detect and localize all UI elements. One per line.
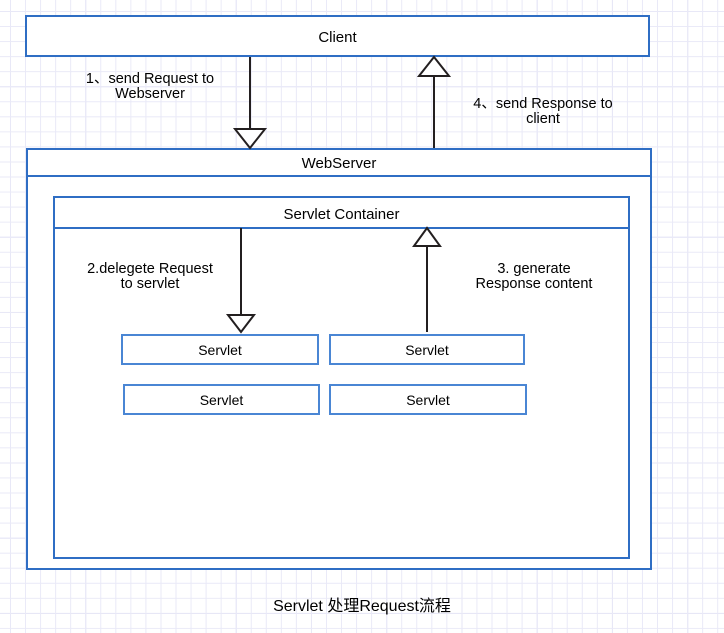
servlet-container-header-divider	[55, 227, 628, 229]
node-servlet-1[interactable]: Servlet	[121, 334, 319, 365]
connector-1-client-to-webserver	[232, 57, 268, 150]
node-servlet-container[interactable]: Servlet Container Servlet Servlet Servle…	[53, 196, 630, 559]
diagram-caption: Servlet 处理Request流程	[273, 598, 451, 615]
node-webserver-label: WebServer	[301, 155, 377, 172]
connector-label-4: 4、send Response to client	[473, 96, 613, 127]
connector-label-2: 2.delegete Request to servlet	[87, 261, 213, 292]
node-client[interactable]: Client	[25, 15, 650, 57]
node-webserver[interactable]: WebServer Servlet Container Servlet Serv…	[26, 148, 652, 570]
connector-label-3: 3. generate Response content	[475, 261, 593, 292]
connector-label-1: 1、send Request to Webserver	[85, 71, 215, 102]
node-client-label: Client	[318, 29, 357, 46]
node-servlet-3[interactable]: Servlet	[123, 384, 320, 415]
node-servlet-container-label: Servlet Container	[283, 206, 400, 223]
webserver-header-divider	[28, 175, 650, 177]
node-servlet-2[interactable]: Servlet	[329, 334, 525, 365]
node-servlet-4[interactable]: Servlet	[329, 384, 527, 415]
